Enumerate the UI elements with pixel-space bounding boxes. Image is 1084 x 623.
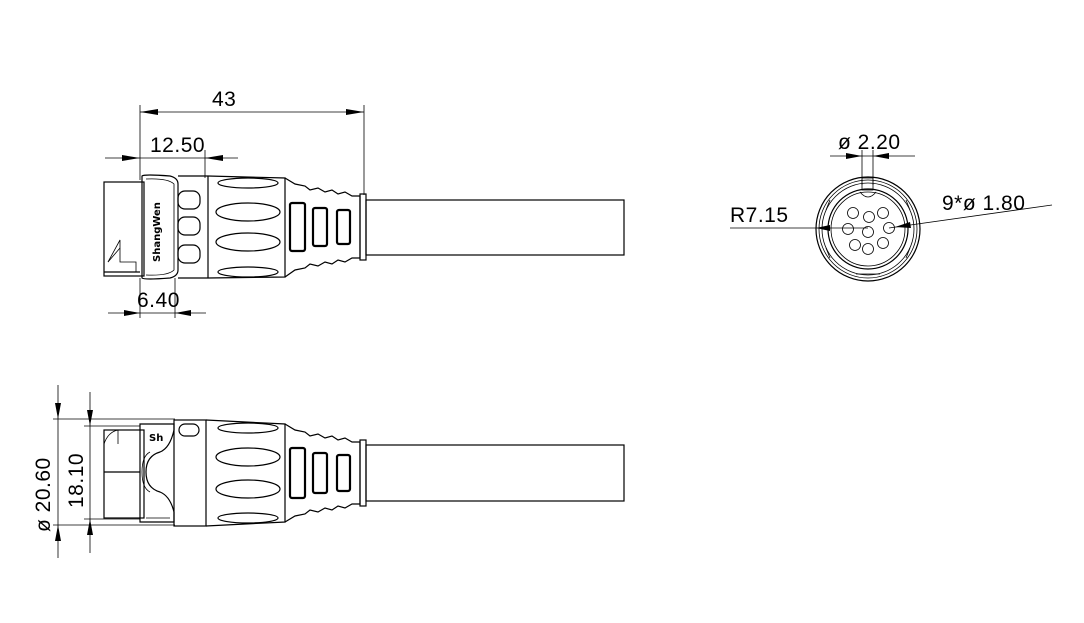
plug-nose-bottom [103,429,145,519]
dim-6-40-label: 6.40 [137,289,180,312]
end-view: ø 2.20 R7.15 [730,131,1053,282]
dimension-outer-radius: R7.15 [730,204,868,231]
strain-relief-bottom [284,423,367,523]
coupling-nut: ShangWen [141,174,209,280]
bottom-side-view: ø 20.60 18.10 Sh [32,385,625,558]
dimension-nose-length: 6.40 [108,278,206,318]
dimension-outer-diameter: ø 20.60 [32,385,175,558]
grip-body-bottom [205,419,286,527]
dimension-coupling-length: 12.50 [105,134,238,178]
brand-mark-partial: Sh [149,433,163,444]
dim-inner-diameter-label: 18.10 [65,453,88,508]
brand-mark: ShangWen [152,202,163,262]
dim-43-label: 43 [212,88,236,111]
pin-array [842,207,895,255]
top-side-view: 43 12.50 ShangWen [103,88,625,318]
plug-nose [103,181,145,277]
dimension-inner-diameter: 18.10 [65,392,140,553]
dim-key-diameter-label: ø 2.20 [838,131,901,154]
cable-bottom [365,444,625,502]
dimension-overall-length: 43 [139,88,365,195]
dim-pin-spec-label: 9*ø 1.80 [942,192,1025,215]
coupling-nut-bottom: Sh [139,419,207,527]
dim-radius-label: R7.15 [730,204,789,227]
grip-body [207,175,286,279]
dimension-pin-spec: 9*ø 1.80 [888,192,1053,229]
dim-outer-diameter-label: ø 20.60 [32,457,55,532]
dim-12-50-label: 12.50 [150,134,205,157]
cable-top [365,199,625,256]
strain-relief [284,177,367,278]
